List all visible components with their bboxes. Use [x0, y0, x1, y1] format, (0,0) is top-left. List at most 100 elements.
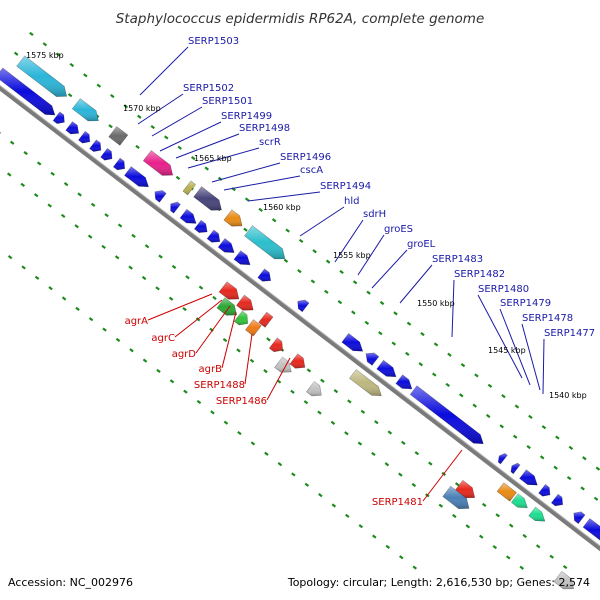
gene-label-lower: SERP1486: [216, 396, 267, 407]
gene-label-lower: SERP1481: [372, 497, 423, 508]
guide-dot: [204, 166, 209, 171]
guide-dot: [183, 389, 188, 394]
guide-dot: [495, 513, 500, 518]
guide-dot: [169, 379, 175, 384]
label-leader-line: [451, 279, 455, 338]
kbp-tick-label: 1570 kbp: [123, 104, 161, 113]
guide-dot: [433, 342, 439, 347]
label-leader-line: [357, 234, 385, 276]
gene-label-upper: SERP1480: [478, 284, 529, 295]
guide-dot: [374, 420, 379, 425]
guide-dot: [244, 197, 250, 202]
label-leader-line: [137, 93, 184, 125]
gene-shade: [219, 281, 239, 300]
gene-labels: SERP1503SERP1502SERP1501SERP1499SERP1498…: [125, 36, 596, 508]
guide-dot: [330, 420, 336, 425]
guide-dot: [283, 258, 289, 263]
guide-dot: [519, 565, 525, 570]
guide-dot: [485, 413, 491, 419]
guide-dot: [401, 440, 406, 445]
gene-shade: [207, 230, 220, 243]
guide-dot: [137, 114, 142, 119]
gene-label-upper: SERP1494: [320, 181, 371, 192]
guide-dot: [222, 337, 228, 343]
guide-dot: [42, 42, 48, 47]
gene-label-upper: scrR: [259, 137, 281, 148]
gene-label-upper: SERP1501: [202, 96, 253, 107]
guide-dot: [357, 441, 363, 446]
label-leader-line: [195, 305, 231, 354]
gene-label-lower: agrD: [172, 349, 197, 360]
guide-dot: [337, 300, 343, 305]
guide-dot: [13, 51, 19, 56]
gene-shade: [124, 166, 149, 187]
label-leader-line: [175, 133, 240, 159]
guide-dot: [69, 62, 75, 68]
guide-dot: [277, 462, 283, 467]
guide-dot: [237, 430, 242, 436]
guide-dot: [23, 150, 28, 156]
guide-dot: [345, 513, 350, 518]
guide-dot: [56, 52, 61, 57]
guide-dot: [164, 135, 169, 140]
guide-dot: [331, 503, 337, 508]
kbp-tick-label: 1555 kbp: [333, 251, 371, 260]
guide-dot: [150, 124, 156, 130]
label-leader-line: [422, 449, 463, 502]
guide-dot: [263, 369, 268, 374]
gene-shade: [234, 250, 251, 265]
guide-dot: [61, 296, 67, 301]
guide-dot: [512, 434, 518, 439]
guide-dot: [398, 472, 403, 477]
guide-dot: [196, 399, 202, 405]
gene-label-upper: SERP1482: [454, 269, 505, 280]
guide-dot: [366, 290, 371, 295]
guide-dot: [128, 265, 133, 270]
guide-dot: [384, 462, 390, 467]
guide-dot: [371, 451, 376, 457]
gene-shade: [216, 297, 237, 316]
guide-dot: [114, 255, 120, 260]
guide-dot: [445, 382, 451, 388]
guide-dot: [580, 486, 585, 491]
guide-dot: [399, 555, 404, 560]
guide-dot: [285, 228, 290, 233]
gene-shade: [113, 158, 125, 170]
label-leader-line: [521, 323, 541, 391]
guide-dot: [420, 331, 425, 337]
guide-dot: [539, 455, 545, 460]
label-leader-line: [499, 308, 531, 386]
guide-dot: [528, 414, 533, 419]
gene-shade: [442, 486, 469, 509]
guide-dot: [393, 311, 398, 316]
guide-dot: [352, 280, 358, 285]
guide-dot: [36, 161, 42, 166]
label-leader-line: [211, 162, 281, 183]
backbone-line: [0, 85, 600, 552]
gene-label-upper: SERP1499: [221, 111, 272, 122]
guide-dot: [198, 285, 204, 290]
gene-label-lower: agrC: [151, 333, 175, 344]
gene-label-upper: groES: [384, 224, 413, 235]
guide-dot: [428, 461, 433, 466]
kbp-tick-label: 1565 kbp: [194, 154, 232, 163]
guide-dot: [158, 254, 163, 259]
gene-shade: [498, 453, 508, 464]
label-leader-line: [247, 191, 321, 202]
kbp-tick-label: 1540 kbp: [549, 391, 587, 400]
guide-dot: [418, 362, 424, 367]
guide-dot: [405, 351, 410, 356]
label-leader-line: [542, 338, 545, 395]
guide-dot: [310, 279, 316, 284]
gene-shade: [244, 225, 285, 259]
gene-shade: [376, 360, 396, 377]
genes: [0, 55, 600, 590]
guide-dot: [142, 358, 148, 363]
gene-shade: [53, 111, 65, 124]
guide-dot: [526, 444, 531, 450]
guide-dot: [303, 400, 309, 405]
label-leader-line: [299, 206, 345, 237]
label-leader-line: [371, 249, 408, 289]
gene-shade: [78, 131, 90, 144]
